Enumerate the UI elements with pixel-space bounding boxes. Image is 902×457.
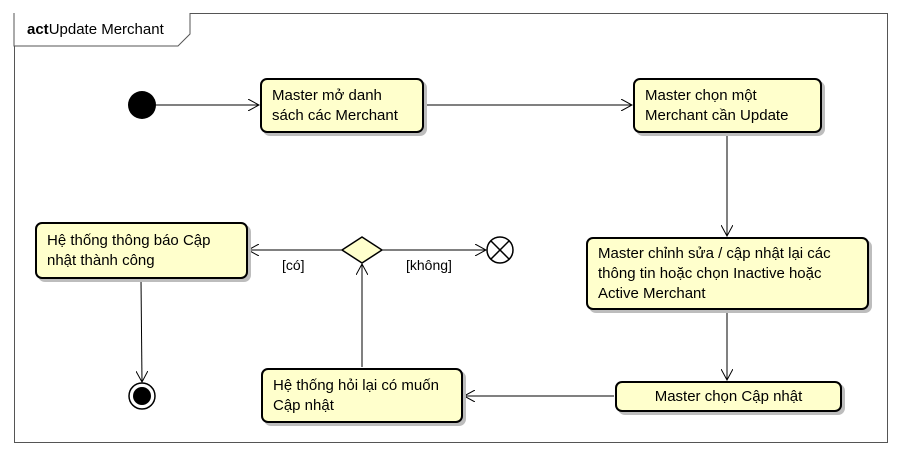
- activity-final-node: [128, 382, 156, 410]
- initial-node: [128, 91, 156, 119]
- action-label: Master chọn Cập nhật: [654, 388, 803, 405]
- flow-final-node: [486, 236, 514, 264]
- guard-no-label: [không]: [406, 257, 452, 273]
- action-select-merchant: Master chọn một Merchant cần Update: [633, 78, 822, 133]
- activity-frame: [14, 13, 888, 443]
- action-label: Hệ thống hỏi lại có muốn Cập nhật: [273, 377, 439, 414]
- action-click-update: Master chọn Cập nhật: [615, 381, 842, 412]
- action-confirm-prompt: Hệ thống hỏi lại có muốn Cập nhật: [261, 368, 463, 423]
- frame-title: actUpdate Merchant: [27, 21, 164, 38]
- edge-success-to-final: [141, 279, 142, 382]
- action-label: Master mở danh sách các Merchant: [272, 87, 398, 124]
- action-label: Hệ thống thông báo Cập nhật thành công: [47, 232, 211, 269]
- decision-node: [340, 236, 384, 264]
- frame-name: Update Merchant: [48, 21, 164, 38]
- action-success-notice: Hệ thống thông báo Cập nhật thành công: [35, 222, 248, 279]
- action-open-merchant-list: Master mở danh sách các Merchant: [260, 78, 424, 133]
- action-edit-merchant-info: Master chỉnh sửa / cập nhật lại các thôn…: [586, 237, 869, 310]
- action-label: Master chọn một Merchant cần Update: [645, 87, 789, 124]
- action-label: Master chỉnh sửa / cập nhật lại các thôn…: [598, 245, 831, 302]
- frame-name-tab: [13, 13, 191, 47]
- frame-keyword: act: [27, 21, 49, 38]
- guard-yes-label: [có]: [282, 257, 305, 273]
